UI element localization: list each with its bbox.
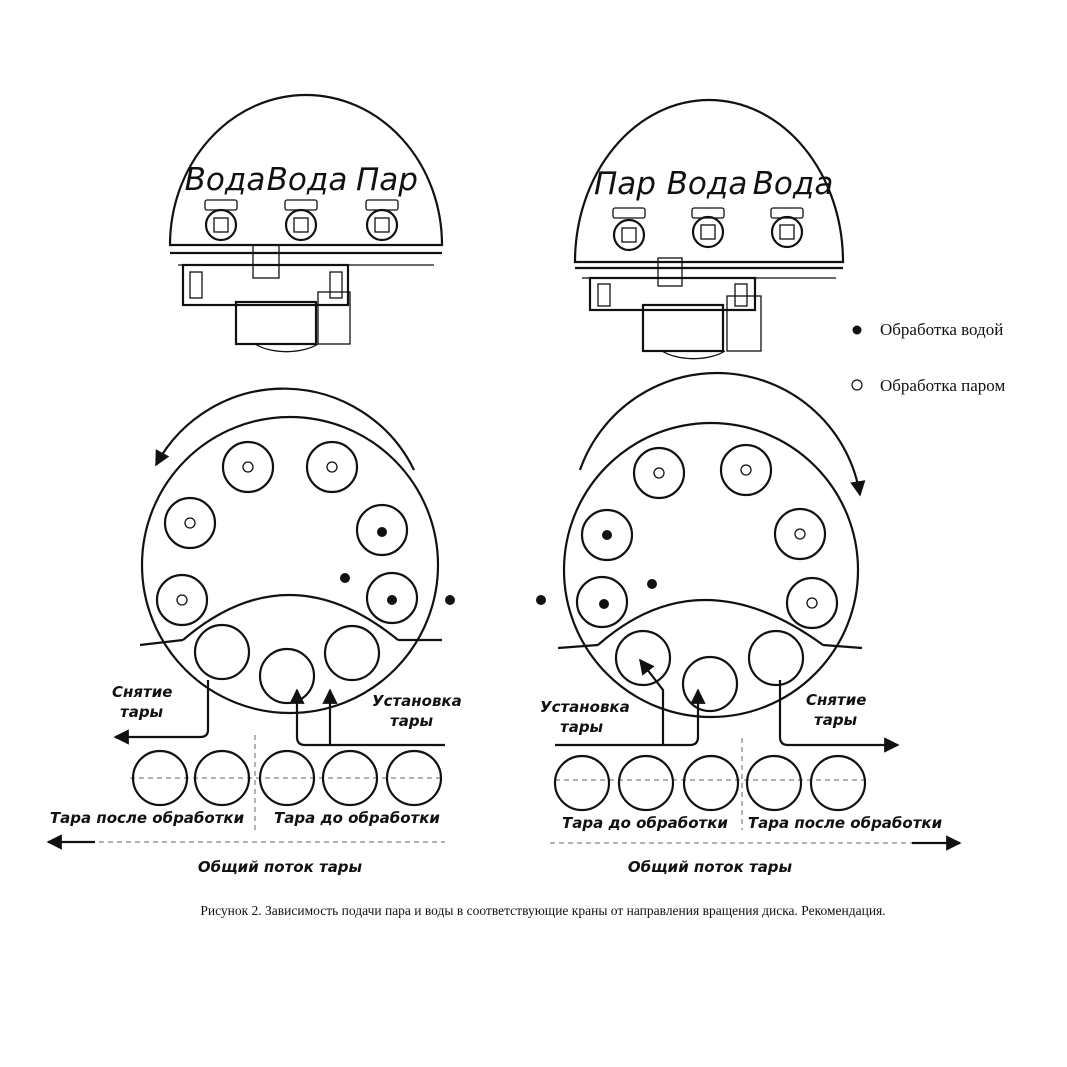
nozzle-steam (785, 576, 839, 630)
left-valve-label-2: Вода (267, 162, 348, 198)
valve-icon (204, 199, 238, 242)
water-dot-icon (340, 573, 350, 583)
nozzle-water (355, 503, 409, 557)
right-flow-label: Общий поток тары (628, 858, 793, 876)
right-valve-label-2: Вода (667, 166, 748, 202)
legend-steam: Обработка паром (880, 376, 1005, 395)
right-removal-label-2: тары (814, 711, 858, 729)
left-removal-label-1: Снятие (112, 683, 172, 701)
legend: Обработка водой Обработка паром (851, 320, 1005, 395)
nozzle-steam (632, 446, 686, 500)
nozzle-steam (155, 573, 209, 627)
water-dot-icon (536, 595, 546, 605)
figure-caption: Рисунок 2. Зависимость подачи пара и вод… (200, 903, 885, 918)
left-install-label-1: Установка (372, 692, 462, 710)
nozzle-steam (719, 443, 773, 497)
right-valve-label-3: Вода (753, 166, 834, 202)
nozzle-steam (305, 440, 359, 494)
valve-icon (284, 199, 318, 242)
left-machine-head: Вода Вода Пар (168, 93, 444, 353)
nozzle-water (575, 575, 629, 629)
water-dot-icon (445, 595, 455, 605)
rotation-arrow-icon (578, 371, 866, 497)
right-removal-label-1: Снятие (806, 691, 866, 709)
right-before-label: Тара до обработки (562, 814, 728, 832)
right-machine-head: Пар Вода Вода (573, 98, 845, 360)
right-install-label-2: тары (560, 718, 604, 736)
rotation-arrow-icon (155, 387, 415, 471)
left-carousel: Снятие тары Установка тары Тара после об… (46, 387, 462, 876)
left-after-label: Тара после обработки (50, 809, 245, 827)
water-dot-icon (647, 579, 657, 589)
valve-icon (612, 207, 646, 252)
nozzle-water (365, 571, 419, 625)
left-valve-label-1: Вода (185, 162, 266, 198)
right-valve-label-1: Пар (594, 166, 656, 202)
valve-icon (770, 207, 804, 249)
valve-icon (365, 199, 399, 242)
left-install-label-2: тары (390, 712, 434, 730)
steam-circle-icon (851, 379, 863, 391)
right-carousel: Установка тары Снятие тары Тара до обраб… (536, 371, 962, 876)
nozzle-steam (773, 507, 827, 561)
left-valve-label-3: Пар (356, 162, 418, 198)
right-install-label-1: Установка (540, 698, 630, 716)
water-dot-icon (852, 325, 862, 335)
left-flow-label: Общий поток тары (198, 858, 363, 876)
nozzle-water (580, 508, 634, 562)
left-removal-label-2: тары (120, 703, 164, 721)
left-before-label: Тара до обработки (274, 809, 440, 827)
nozzle-steam (163, 496, 217, 550)
right-after-label: Тара после обработки (748, 814, 943, 832)
valve-icon (691, 207, 725, 249)
nozzle-steam (221, 440, 275, 494)
legend-water: Обработка водой (880, 320, 1003, 339)
